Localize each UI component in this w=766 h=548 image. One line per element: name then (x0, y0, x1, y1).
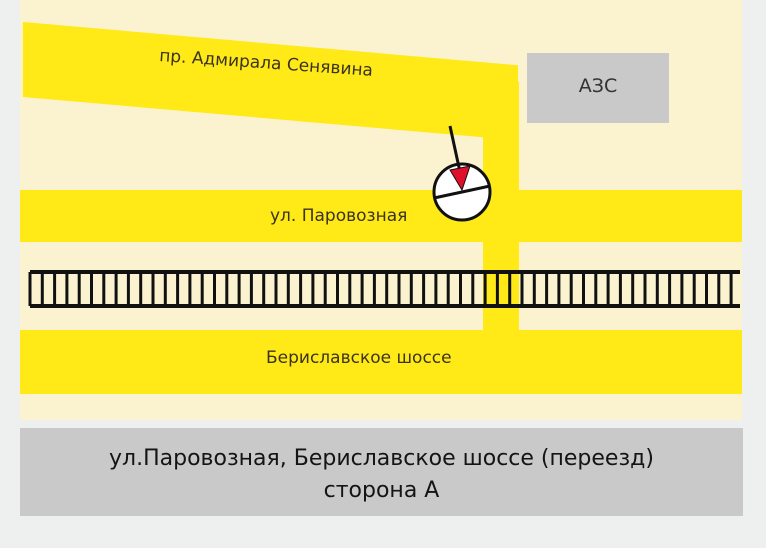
caption-box: ул.Паровозная, Бериславское шоссе (перее… (20, 428, 743, 516)
location-marker-icon (432, 125, 492, 222)
caption-line-2: сторона А (323, 478, 440, 503)
gas-station-label: АЗС (578, 75, 618, 97)
caption-line-1: ул.Паровозная, Бериславское шоссе (перее… (109, 446, 654, 471)
label-parovoznaya: ул. Паровозная (270, 206, 408, 226)
map-canvas: АЗС пр. Адмирала Сенявина ул. Паровозная… (20, 0, 742, 420)
road-berislavskoe (20, 330, 742, 394)
railway (28, 270, 740, 308)
label-berislavskoe: Бериславское шоссе (266, 348, 452, 368)
road-parovoznaya (20, 190, 742, 242)
gas-station-box: АЗС (527, 53, 669, 123)
